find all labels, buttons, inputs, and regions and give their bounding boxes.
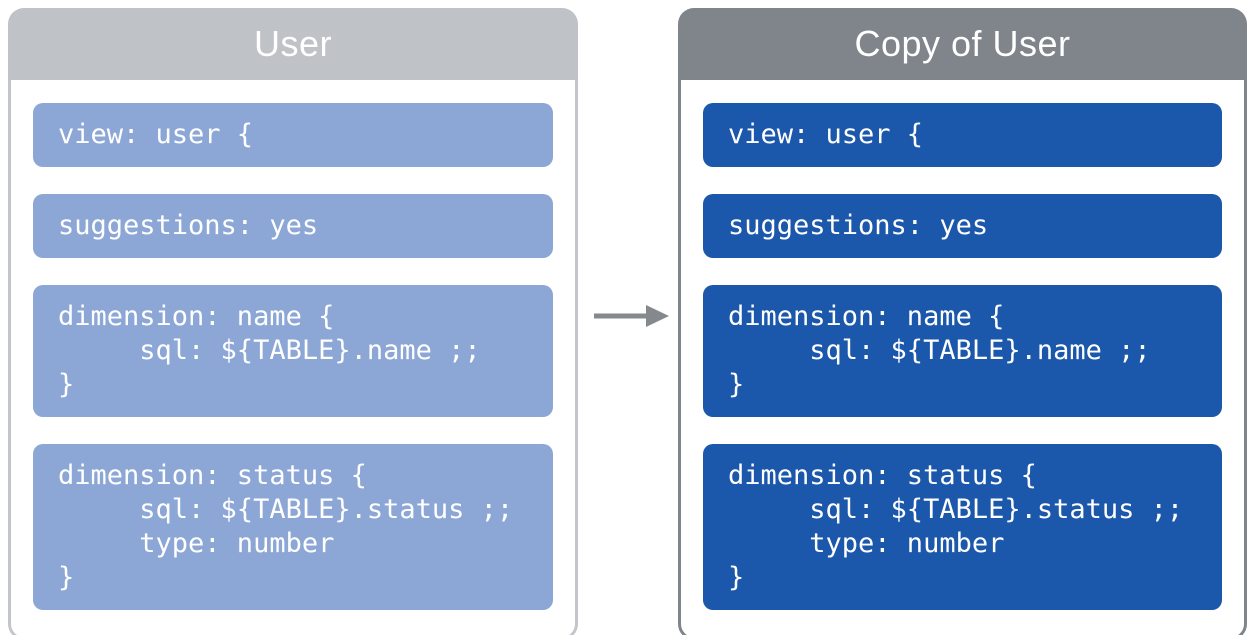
code-block-dimension-status: dimension: status { sql: ${TABLE}.status…	[33, 444, 553, 610]
user-panel-title: User	[253, 23, 332, 64]
panel-user: User view: user { suggestions: yes dimen…	[8, 8, 578, 635]
copy-arrow-icon	[591, 300, 671, 332]
panel-copy-of-user: Copy of User view: user { suggestions: y…	[678, 8, 1247, 635]
copy-panel-title: Copy of User	[854, 23, 1071, 64]
copy-panel-body: view: user { suggestions: yes dimension:…	[678, 80, 1247, 635]
user-panel-body: view: user { suggestions: yes dimension:…	[8, 80, 578, 635]
code-block-dimension-name: dimension: name { sql: ${TABLE}.name ;; …	[703, 285, 1222, 417]
code-block-dimension-status: dimension: status { sql: ${TABLE}.status…	[703, 444, 1222, 610]
code-block-view-declaration: view: user {	[33, 103, 553, 167]
code-block-suggestions: suggestions: yes	[703, 194, 1222, 258]
code-block-view-declaration: view: user {	[703, 103, 1222, 167]
code-block-dimension-name: dimension: name { sql: ${TABLE}.name ;; …	[33, 285, 553, 417]
code-block-suggestions: suggestions: yes	[33, 194, 553, 258]
user-panel-header: User	[8, 8, 578, 80]
copy-panel-header: Copy of User	[678, 8, 1247, 80]
